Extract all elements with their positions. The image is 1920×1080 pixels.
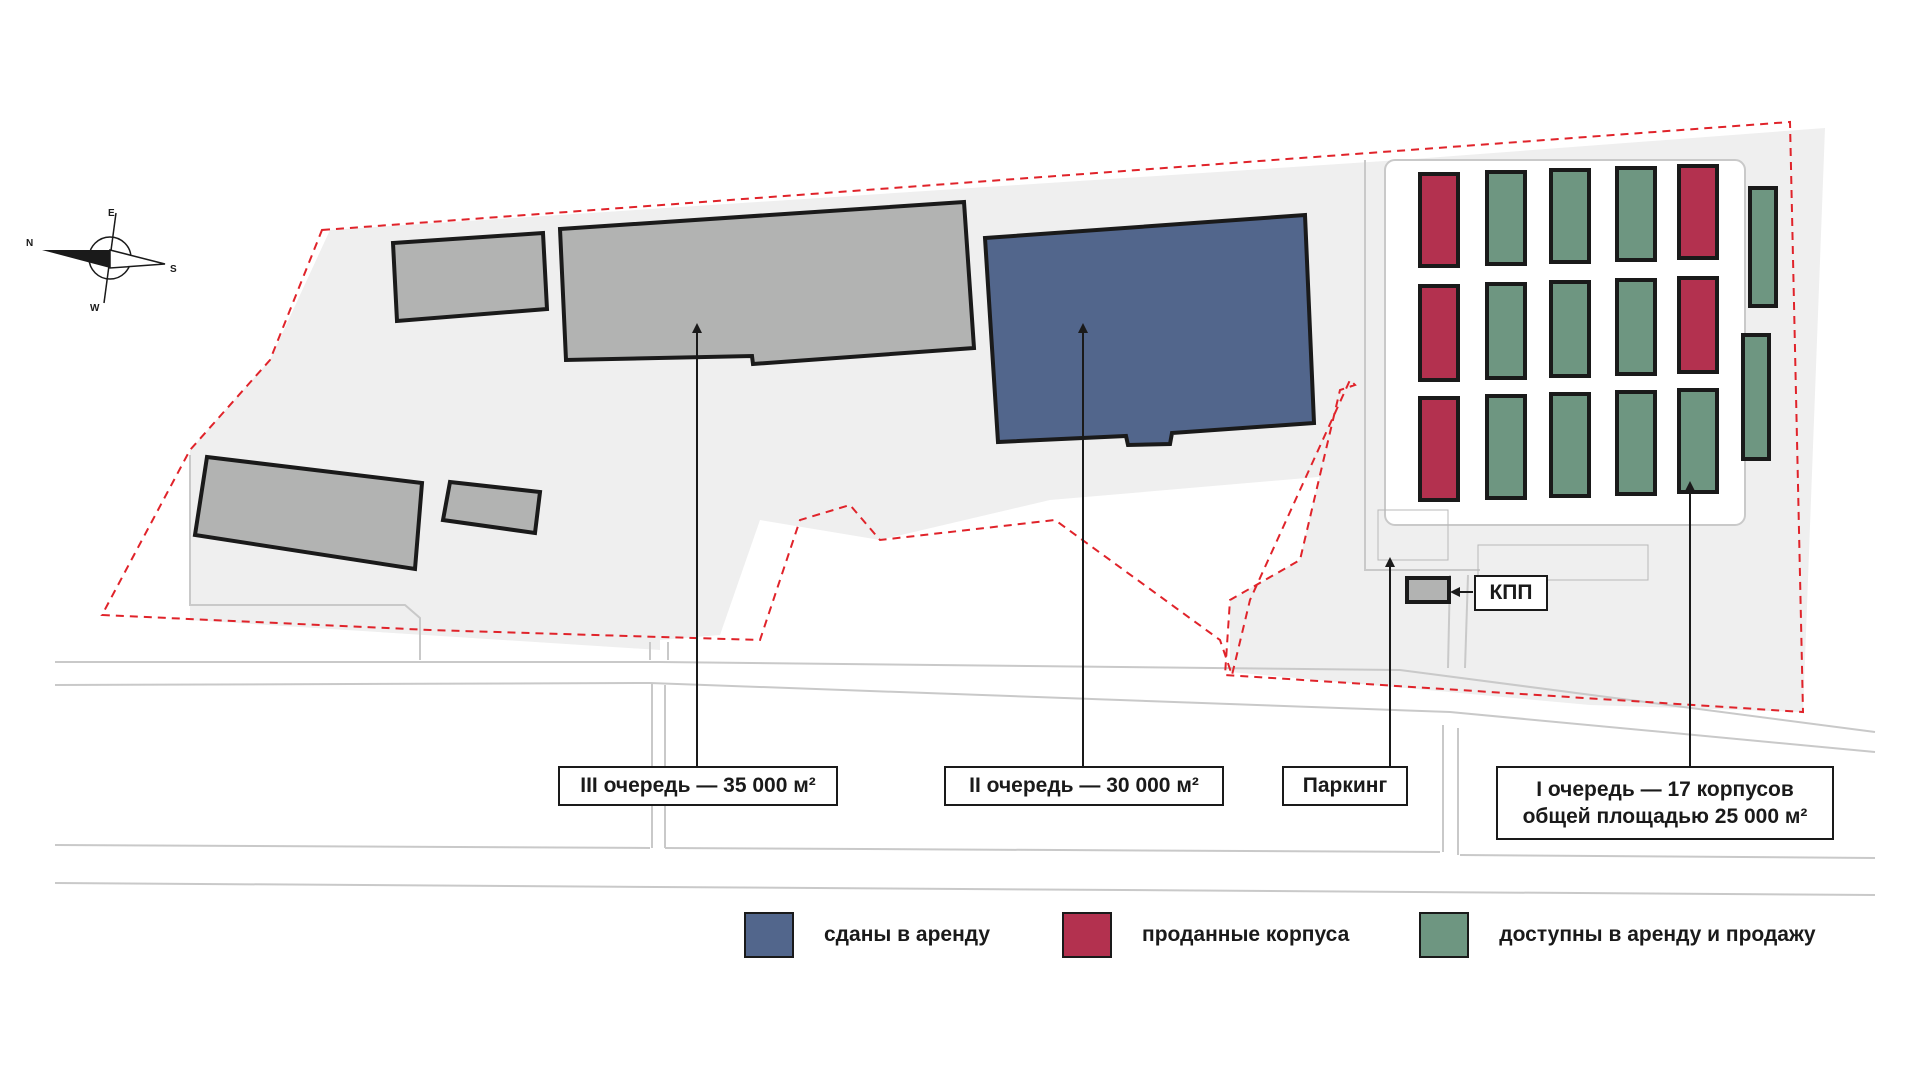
label-phase1-line2: общей площадью 25 000 м² [1522,805,1808,828]
building-phase3-main [557,199,977,367]
label-phase1-line1: I очередь — 17 корпусов [1536,777,1794,801]
label-parking-text: Паркинг [1302,774,1388,798]
label-checkpoint-text: КПП [1489,581,1533,605]
phase1-building-available [1615,166,1657,262]
legend-swatch-available [1419,912,1470,958]
phase1-building-sold [1418,284,1460,382]
label-checkpoint: КПП [1474,575,1548,611]
compass: N E S W [26,208,177,314]
compass-letter-w: W [90,303,100,314]
phase1-building-available [1549,392,1591,498]
label-phase1: I очередь — 17 корпусов общей площадью 2… [1496,766,1834,840]
leader-lines [692,323,1695,770]
phase1-building-available [1485,170,1527,266]
road-edge [1464,574,1469,669]
building-west-3 [440,479,543,536]
building-phase2 [982,212,1317,448]
road-edge [54,882,1876,896]
phase1-building-available [1741,333,1771,461]
road-edge [54,844,651,849]
road-edge [664,847,1441,853]
road-edge [1459,854,1876,859]
compass-letter-e: E [108,208,115,219]
label-parking: Паркинг [1282,766,1408,806]
legend-swatch-sold [1062,912,1113,958]
compass-needle-south [109,249,166,269]
phase1-building-sold [1418,172,1460,268]
phase1-buildings [1418,164,1778,502]
legend-item-available: доступны в аренду и продажу [1419,912,1816,958]
compass-letter-n: N [26,238,33,249]
site-boundary [100,120,1805,714]
legend-swatch-leased [744,912,794,958]
parking-bay [1477,544,1649,581]
phase1-building-available [1485,282,1527,380]
road-edge [1364,160,1480,571]
phase1-building-available [1485,394,1527,500]
legend-label-available: доступны в аренду и продажу [1499,923,1816,946]
label-phase3: III очередь — 35 000 м² [558,766,838,806]
phase1-building-available [1615,278,1657,376]
legend-label-sold: проданные корпуса [1142,923,1350,946]
building-west-1 [390,230,550,324]
phase1-building-sold [1677,164,1719,260]
road-edge [189,455,421,660]
compass-needle-north [42,250,110,268]
other-buildings [192,199,977,572]
phase1-building-available [1748,186,1778,308]
phase1-building-sold [1418,396,1460,502]
phase1-building-sold [1677,276,1719,374]
roads [54,160,1876,896]
legend-label-leased: сданы в аренду [824,923,991,946]
phase1-building-available [1549,280,1591,378]
label-phase2: II очередь — 30 000 м² [944,766,1224,806]
phase1-building-available [1549,168,1591,264]
road-edge [54,681,1876,753]
legend-item-leased: сданы в аренду [744,912,990,958]
legend-item-sold: проданные корпуса [1062,912,1349,958]
label-phase3-text: III очередь — 35 000 м² [580,774,816,798]
checkpoint-building [1405,576,1451,604]
phase1-building-available [1615,390,1657,496]
compass-letter-s: S [170,264,177,275]
legend: сданы в аренду проданные корпуса доступн… [744,912,1816,958]
label-phase2-text: II очередь — 30 000 м² [969,774,1199,798]
building-west-2 [192,454,425,572]
parking-bay [1377,509,1449,561]
phase1-building-available [1677,388,1719,494]
